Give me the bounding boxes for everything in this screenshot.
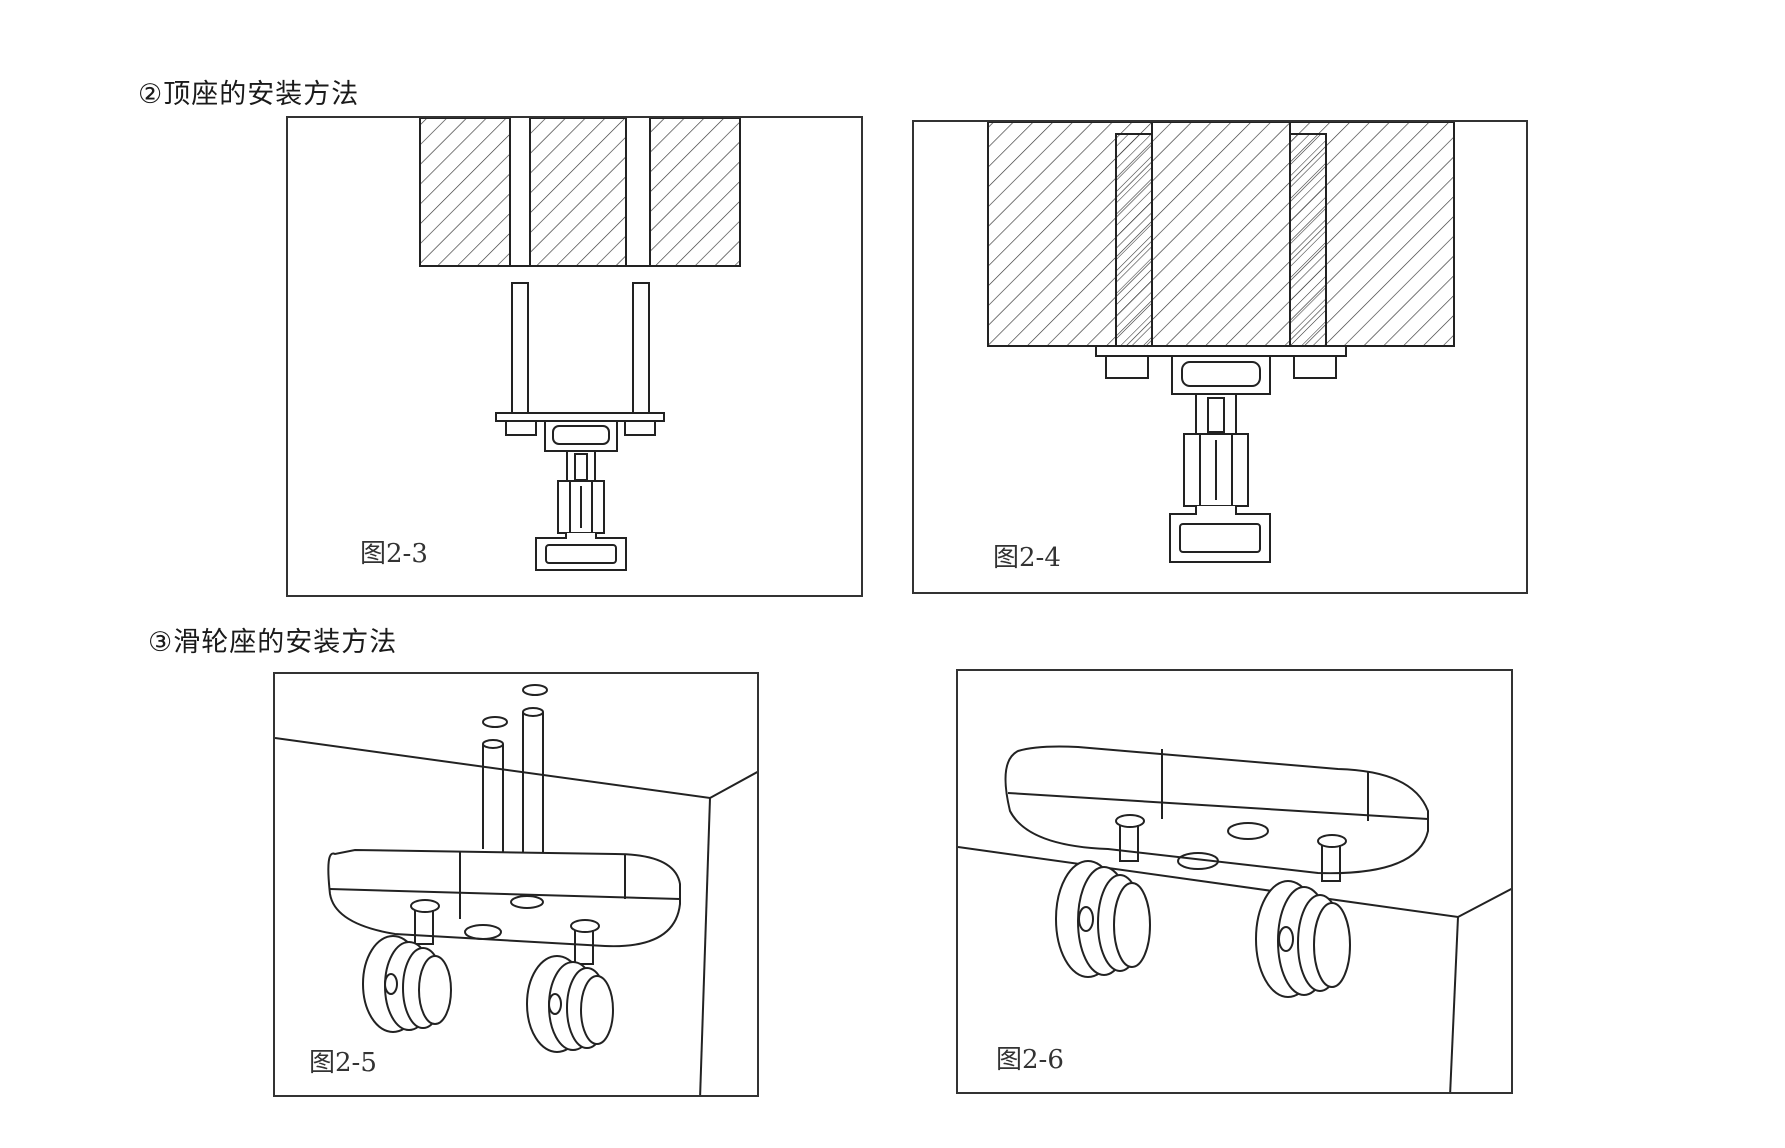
mounting-plate bbox=[495, 412, 665, 422]
figure-2-3-drawing bbox=[419, 118, 741, 571]
figure-2-5-drawing bbox=[275, 684, 757, 1095]
wood-block-left bbox=[419, 118, 511, 267]
figure-2-3-panel: 图2-3 bbox=[286, 116, 863, 597]
bolt-right bbox=[632, 282, 650, 414]
pulley-right bbox=[1255, 834, 1351, 998]
base-plate bbox=[1004, 745, 1429, 875]
wood-block-middle bbox=[529, 118, 627, 267]
bolt-channel-left bbox=[1115, 133, 1153, 347]
figure-2-3-caption: 图2-3 bbox=[360, 539, 428, 569]
section-heading-top-seat: ②顶座的安装方法 bbox=[138, 79, 360, 110]
bolt-left bbox=[511, 282, 529, 414]
wood-block bbox=[987, 122, 1455, 347]
figure-2-6-caption: 图2-6 bbox=[996, 1045, 1064, 1075]
figure-2-5-caption: 图2-5 bbox=[309, 1048, 377, 1078]
figure-2-4-panel: 图2-4 bbox=[912, 120, 1528, 594]
mounting-plate bbox=[1095, 345, 1347, 357]
figure-2-5-panel: 图2-5 bbox=[273, 672, 759, 1097]
pulley-right bbox=[526, 919, 614, 1053]
figure-2-6-panel: 图2-6 bbox=[956, 669, 1513, 1094]
bolt-channel-right bbox=[1289, 133, 1327, 347]
pulley-left bbox=[1055, 814, 1151, 978]
section-heading-pulley-seat: ③滑轮座的安装方法 bbox=[148, 627, 398, 658]
figure-2-4-caption: 图2-4 bbox=[993, 543, 1061, 573]
figure-2-6-drawing bbox=[958, 745, 1511, 1092]
base-plate bbox=[327, 848, 681, 948]
pulley-left bbox=[362, 899, 452, 1033]
wood-block-right bbox=[649, 118, 741, 267]
figure-2-4-drawing bbox=[987, 122, 1455, 563]
